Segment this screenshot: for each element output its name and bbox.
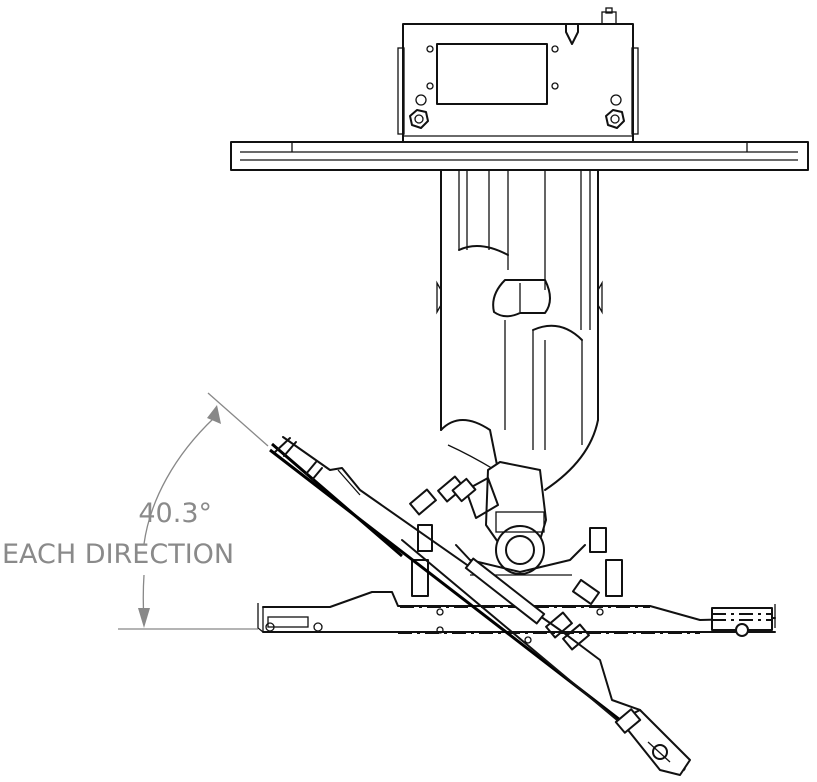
pivot-hub: [409, 461, 623, 651]
dimension-arrow-bottom: [138, 608, 150, 628]
extension-column: [436, 169, 603, 491]
dimension-arrow-top: [207, 405, 221, 424]
tilt-angle-dimension: 40.3° EACH DIRECTION: [2, 392, 269, 630]
hex-nut-left: [409, 109, 429, 129]
right-foot: [711, 604, 776, 637]
projector-bracket-tilted: [269, 436, 691, 776]
ceiling-plate: [230, 141, 809, 171]
ceiling-junction-box: [397, 7, 639, 143]
hub-bolt-cluster: [409, 475, 623, 651]
projector-bracket-level: [257, 591, 776, 637]
hex-nut-right: [605, 109, 625, 129]
tilted-bracket-foot: [614, 708, 691, 776]
tilt-angle-label: 40.3°: [138, 498, 212, 529]
tilt-direction-label: EACH DIRECTION: [2, 539, 234, 570]
